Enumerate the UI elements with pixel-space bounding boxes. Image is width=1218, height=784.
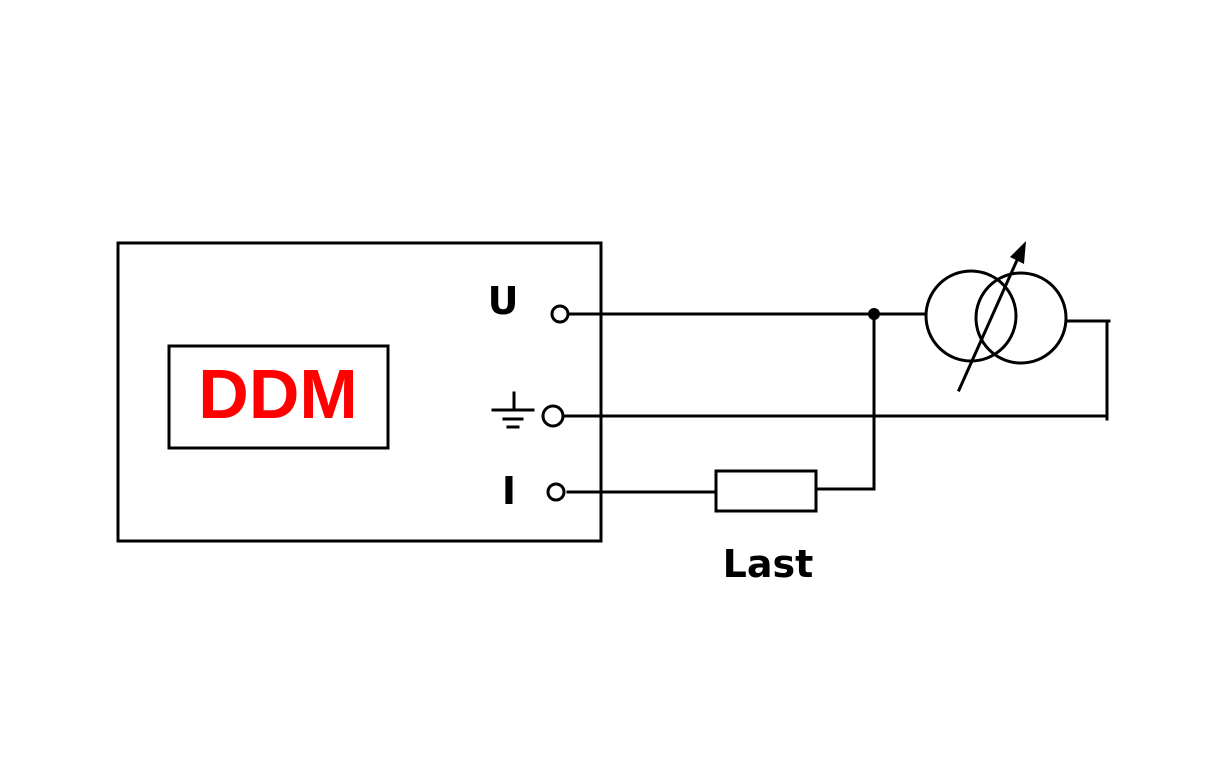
device-display-box: [167, 344, 390, 450]
device-label: DDM: [198, 355, 357, 433]
load-resistor: [714, 469, 818, 513]
junction-dot: [868, 308, 880, 320]
terminal-voltage: [550, 304, 570, 324]
voltage-terminal-label: U: [488, 279, 519, 323]
ground-icon: [491, 391, 535, 429]
device-box: [116, 241, 603, 543]
load-label: Last: [723, 542, 814, 586]
terminal-ground: [541, 404, 565, 428]
terminal-current: [546, 482, 566, 502]
variable-transformer-icon: [924, 241, 1068, 392]
current-terminal-label: I: [502, 469, 516, 513]
